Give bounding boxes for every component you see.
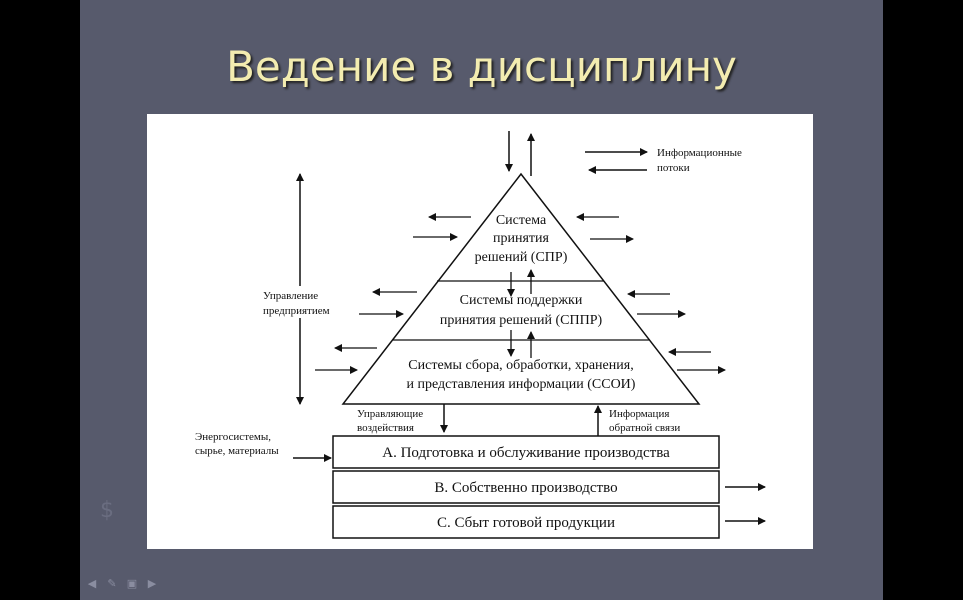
slide-title: Ведение в дисциплину: [226, 42, 737, 91]
pen-icon[interactable]: ✎: [107, 577, 117, 590]
enterprise-mgmt-label-1: Управление: [263, 290, 318, 302]
enterprise-mgmt-label-2: предприятием: [263, 305, 330, 317]
arrow-right-icon[interactable]: ▶: [147, 577, 157, 590]
feedback-label-1: Информация: [609, 408, 669, 420]
slide-nav: ◀ ✎ ▣ ▶: [86, 578, 158, 594]
enterprise-management-diagram: Информационные потоки Управление предпри…: [195, 131, 766, 539]
sppr-label-2: принятия решений (СППР): [440, 313, 603, 328]
enterprise-mgmt-label-bg: [259, 286, 344, 318]
legend-label-2: потоки: [657, 162, 690, 174]
box-a: [332, 435, 720, 469]
inputs-label-1: Энергосистемы,: [195, 431, 271, 443]
inputs-label-2: сырье, материалы: [195, 445, 279, 457]
slide: $ Ведение в дисциплину Информационные по…: [80, 0, 883, 600]
ssoi-label-1: Системы сбора, обработки, хранения,: [408, 358, 633, 373]
control-label-2: воздействия: [357, 422, 414, 434]
box-c-label: С. Сбыт готовой продукции: [437, 515, 615, 531]
legend-label-1: Информационные: [657, 147, 742, 159]
box-b-label: В. Собственно производство: [434, 480, 617, 496]
dollar-watermark-icon: $: [100, 498, 114, 523]
spr-label-2: принятия: [493, 231, 550, 246]
box-a-label: А. Подготовка и обслуживание производств…: [382, 445, 670, 461]
spr-label-3: решений (СПР): [475, 250, 568, 265]
box-b: [332, 470, 720, 504]
diagram-panel: Информационные потоки Управление предпри…: [147, 114, 813, 549]
box-c: [332, 505, 720, 539]
ssoi-label-2: и представления информации (ССОИ): [407, 377, 636, 392]
control-label-1: Управляющие: [357, 408, 423, 420]
feedback-label-2: обратной связи: [609, 422, 680, 434]
pyramid: [341, 172, 701, 405]
sppr-label-1: Системы поддержки: [460, 293, 583, 308]
menu-icon[interactable]: ▣: [126, 577, 138, 590]
arrow-left-icon[interactable]: ◀: [87, 577, 97, 590]
spr-label-1: Система: [496, 213, 547, 228]
